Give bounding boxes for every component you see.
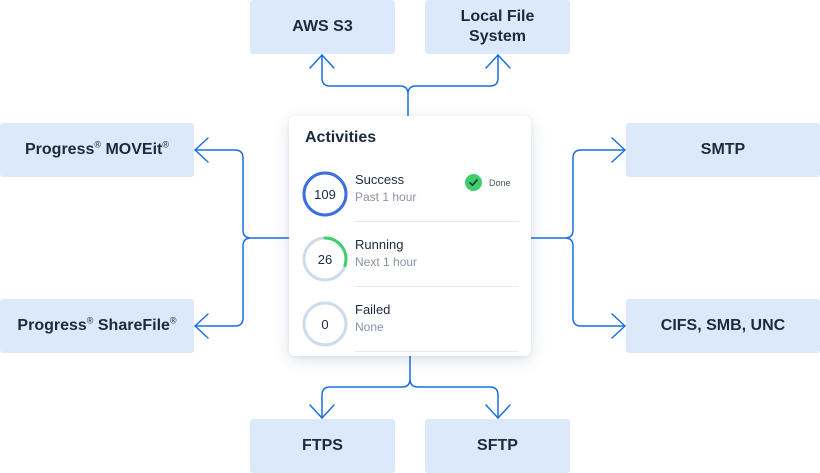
running-count: 26 (317, 251, 333, 267)
destination-aws-s3-label: AWS S3 (292, 18, 353, 35)
connector-left (194, 149, 290, 327)
running-progress-ring (302, 236, 348, 282)
ring-progress-arc (302, 236, 348, 282)
arrow-local-file-system (485, 54, 511, 69)
destination-sharefile: Progress® ShareFile® (0, 299, 194, 353)
destination-ftps-label: FTPS (302, 437, 343, 454)
arrow-smtp (611, 137, 626, 163)
activity-row-success[interactable]: 109 Success Past 1 hour Done (301, 164, 519, 226)
destination-sftp: SFTP (425, 419, 570, 473)
destination-local-file-system-label: Local File System (460, 8, 535, 45)
done-badge-label: Done (489, 177, 511, 188)
done-badge: Done (465, 174, 511, 191)
activity-row-running[interactable]: 26 Running Next 1 hour (301, 229, 519, 291)
failed-label: Failed (355, 302, 391, 317)
ring-track (302, 301, 348, 347)
failed-progress-ring (302, 301, 348, 347)
connector-right (530, 149, 626, 327)
activities-title: Activities (305, 129, 377, 146)
success-progress-ring (302, 171, 348, 217)
destination-cifs: CIFS, SMB, UNC (626, 299, 820, 353)
destination-smtp: SMTP (626, 123, 820, 177)
failed-count: 0 (321, 316, 329, 332)
destination-moveit: Progress® MOVEit® (0, 123, 194, 177)
arrow-ftps (309, 404, 335, 419)
arrow-moveit (194, 137, 209, 163)
running-subtext: Next 1 hour (355, 255, 418, 269)
row-divider (355, 286, 519, 287)
arrow-aws-s3 (309, 54, 335, 69)
destination-sftp-label: SFTP (477, 437, 518, 454)
row-divider (355, 351, 519, 352)
destination-sharefile-label: Progress® ShareFile® (17, 315, 177, 334)
destination-cifs-label: CIFS, SMB, UNC (660, 317, 786, 334)
activity-row-failed[interactable]: 0 Failed None (301, 294, 519, 356)
success-subtext: Past 1 hour (355, 190, 417, 204)
activities-card: Activities 109 Success Past 1 hour Done … (289, 116, 531, 356)
connector-bottom (321, 355, 499, 419)
connector-top (321, 54, 499, 117)
destination-ftps: FTPS (250, 419, 395, 473)
destination-aws-s3: AWS S3 (250, 0, 395, 54)
success-label: Success (355, 172, 405, 187)
destination-local-file-system: Local File System (425, 0, 570, 54)
ring-progress-arc (302, 171, 348, 217)
arrow-sharefile (194, 313, 209, 339)
arrow-sftp (485, 404, 511, 419)
running-label: Running (355, 237, 404, 252)
failed-subtext: None (355, 320, 384, 334)
check-icon (465, 174, 482, 191)
destination-smtp-label: SMTP (700, 141, 746, 158)
row-divider (355, 221, 519, 222)
success-count: 109 (314, 186, 336, 202)
destination-moveit-label: Progress® MOVEit® (25, 139, 169, 158)
arrow-cifs (611, 313, 626, 339)
